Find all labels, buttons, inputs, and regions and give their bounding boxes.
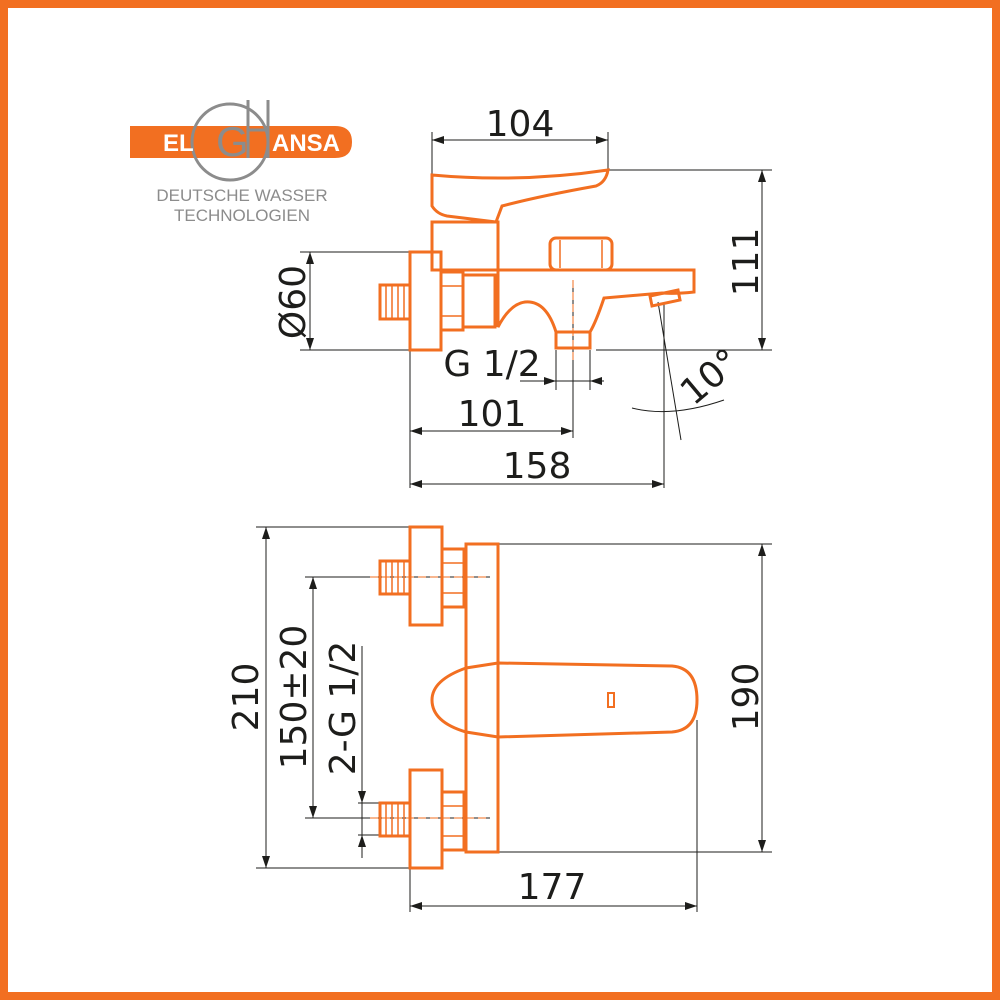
dim-front-total-height: 210	[226, 663, 267, 732]
front-view-faucet-outline	[378, 525, 699, 870]
front-upper-flange	[408, 525, 444, 627]
front-handle	[430, 661, 699, 739]
side-diverter-knob	[548, 236, 614, 272]
dim-side-top-width: 104	[486, 104, 555, 145]
dim-side-outlet-thread: G 1/2	[443, 344, 540, 385]
side-view-dimension-lines	[300, 132, 772, 488]
logo-mark: G	[216, 118, 249, 165]
front-lower-inlet-thread	[378, 801, 412, 838]
dim-front-inlet-spacing: 150±20	[274, 625, 315, 770]
logo-tagline-2: TECHNOLOGIEN	[174, 206, 310, 225]
side-view: 104 111 Ø60 G 1/2 101 158 10°	[273, 104, 772, 488]
logo-tag-shape	[130, 126, 352, 158]
dim-side-diameter: Ø60	[273, 265, 314, 339]
front-upper-hex-nut	[440, 547, 466, 609]
side-upper-body	[430, 220, 500, 272]
dim-side-height: 111	[726, 228, 767, 297]
logo-left-text: EL	[163, 130, 194, 157]
front-view-centerlines	[370, 576, 490, 819]
side-view-arrowheads	[306, 136, 766, 488]
side-inlet-thread	[378, 283, 412, 321]
front-view-dimension-lines	[256, 526, 772, 912]
front-lower-flange	[408, 768, 444, 870]
side-aerator	[648, 288, 682, 308]
side-connector-block	[461, 273, 497, 329]
side-view-faucet-outline	[378, 168, 696, 352]
logo-tagline-1: DEUTSCHE WASSER	[156, 186, 327, 205]
dim-side-spout-angle: 10°	[673, 341, 748, 413]
brand-logo: EL G ANSA DEUTSCHE WASSER TECHNOLOGIEN	[130, 100, 352, 225]
dim-front-total-depth: 177	[518, 867, 587, 908]
side-wall-flange	[408, 250, 443, 352]
dim-front-inlet-thread: 2-G 1/2	[323, 641, 364, 776]
side-hex-nut	[439, 270, 465, 332]
front-view-arrowheads	[262, 527, 766, 910]
logo-right-text: ANSA	[272, 130, 340, 157]
dim-side-total-depth: 158	[503, 446, 572, 487]
side-handle-lever	[430, 168, 610, 224]
front-lower-hex-nut	[440, 790, 466, 852]
front-handle-indicator	[607, 692, 615, 708]
dim-front-body-height: 190	[726, 663, 767, 732]
front-main-body	[464, 542, 500, 854]
side-spout-body	[496, 268, 696, 334]
dim-side-outlet-offset: 101	[458, 394, 527, 435]
front-view: 210 150±20 2-G 1/2 190 177	[226, 525, 772, 912]
